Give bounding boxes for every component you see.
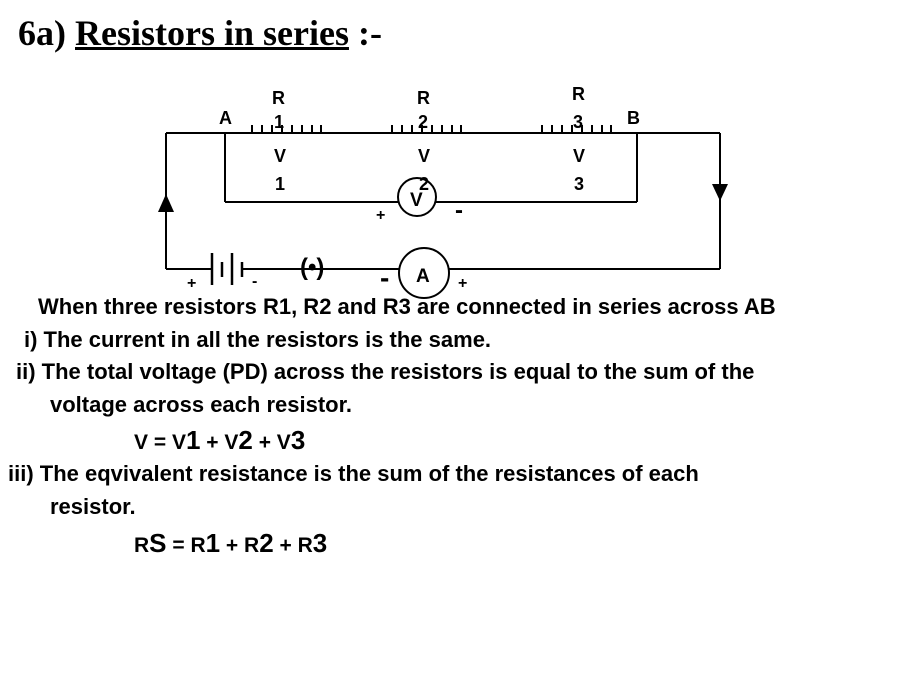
title-main: Resistors in series [75, 13, 349, 53]
battery-minus: - [252, 273, 257, 290]
point-a-label: A [219, 108, 232, 128]
voltmeter-plus: + [376, 207, 385, 224]
resistor-r1 [248, 125, 324, 140]
title-suffix: :- [357, 13, 382, 53]
battery [205, 252, 260, 286]
resistor-r3-index: 3 [573, 112, 583, 132]
point-2-text-line1: ii) The total voltage (PD) across the re… [16, 359, 755, 384]
ammeter-plus: + [458, 275, 467, 292]
point-3-text-line2: resistor. [50, 494, 136, 519]
resistor-r3-label: R [572, 84, 585, 104]
ammeter-label: A [416, 266, 430, 287]
voltage-v3-label: V [573, 146, 585, 166]
voltage-v1-label: V [274, 146, 286, 166]
voltage-equation: V = V1 + V2 + V3 [134, 425, 306, 455]
resistor-r2 [388, 125, 464, 140]
key-symbol: (•) [300, 254, 324, 281]
voltmeter-minus: - [455, 197, 463, 224]
page-title: 6a) Resistors in series :- [18, 12, 382, 54]
point-2-text-line2: voltage across each resistor. [50, 392, 353, 417]
voltage-v2-label: V [418, 146, 430, 166]
intro-text: When three resistors R1, R2 and R3 are c… [38, 294, 776, 319]
resistor-r1-label: R [272, 88, 285, 108]
voltmeter-label: V [410, 190, 423, 211]
voltage-v3-index: 3 [574, 174, 584, 194]
voltage-v1-index: 1 [275, 174, 285, 194]
voltmeter [397, 177, 437, 217]
current-arrow-up-icon [158, 194, 174, 212]
battery-plus: + [187, 275, 196, 292]
point-1-text: i) The current in all the resistors is t… [24, 327, 492, 352]
circuit-diagram: A B R 1 R 2 R 3 V 1 V 2 V 3 V + - A - + … [158, 84, 728, 299]
resistor-r2-index: 2 [418, 112, 428, 132]
resistor-r2-label: R [417, 88, 430, 108]
title-number: 6a) [18, 13, 66, 53]
voltage-v2-index: 2 [419, 174, 429, 194]
point-3-text-line1: iii) The eqvivalent resistance is the su… [8, 461, 699, 486]
resistor-r1-index: 1 [274, 112, 284, 132]
point-b-label: B [627, 108, 640, 128]
resistor-r3 [538, 125, 614, 140]
ammeter [398, 247, 450, 299]
resistance-equation: RS = R1 + R2 + R3 [134, 528, 328, 558]
current-arrow-down-icon [712, 184, 728, 201]
ammeter-minus: - [380, 262, 389, 293]
